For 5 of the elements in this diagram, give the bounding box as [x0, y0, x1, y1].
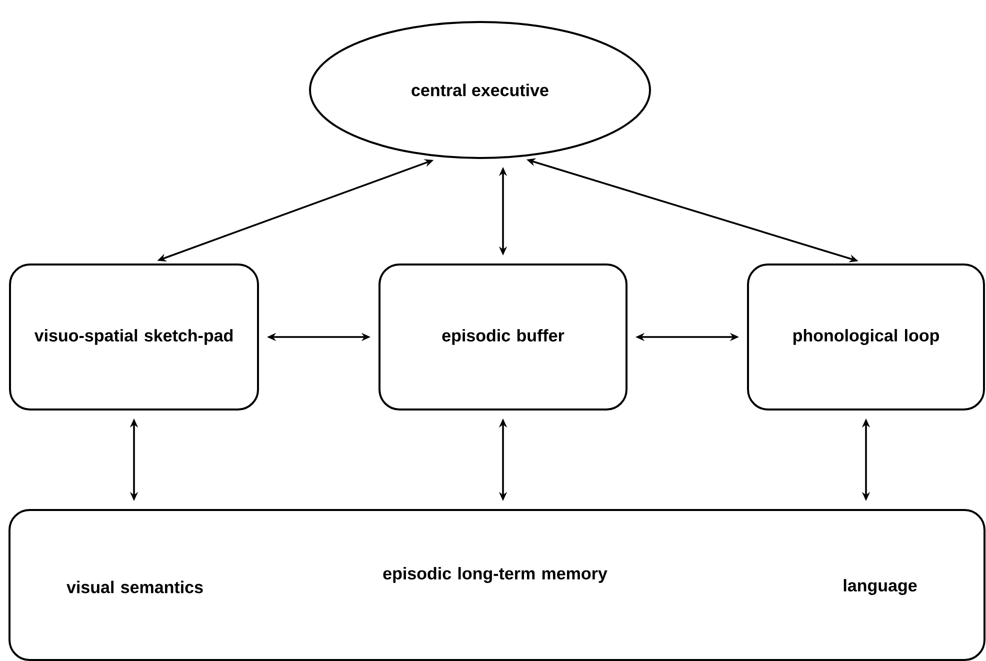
rounded-box: visual semantics episodic long-term memory language	[8, 509, 986, 661]
ellipse-node: central executive	[309, 21, 651, 159]
rounded-box: phonological loop	[747, 264, 985, 410]
rounded-box: episodic buffer	[378, 264, 628, 410]
rounded-box: visuo-spatial sketch-pad	[9, 264, 259, 410]
